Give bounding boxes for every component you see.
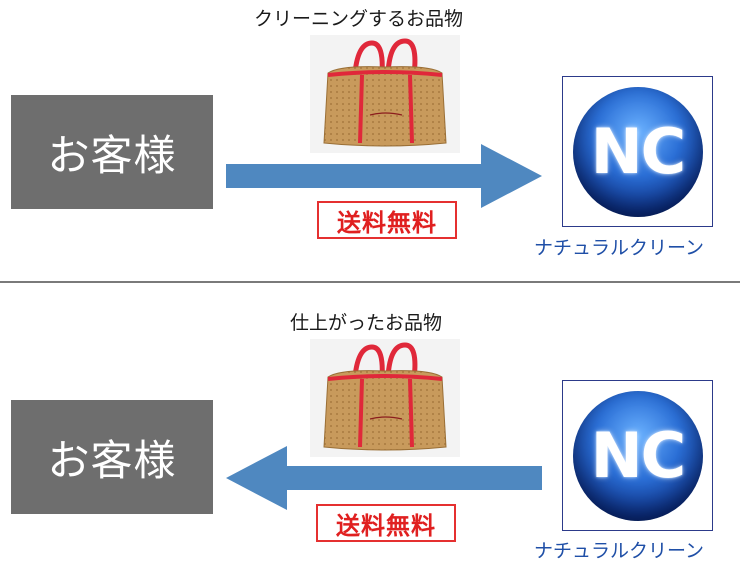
top-laundry-bag-image [310,35,460,153]
bottom-company-name: ナチュラルクリーン [534,540,705,562]
bottom-free-shipping-label: 送料無料 [336,511,436,540]
bottom-customer-box: お客様 [11,400,213,514]
top-free-shipping-badge: 送料無料 [317,201,457,239]
top-customer-label: お客様 [47,130,177,180]
bottom-customer-label: お客様 [47,435,177,485]
laundry-bag-icon [323,342,447,451]
bottom-company-logo: NC [562,380,713,531]
section-divider [0,281,740,283]
bottom-logo-text: NC [590,419,686,492]
bottom-arrow-left [226,446,542,510]
nc-logo-icon: NC [572,390,703,521]
bottom-laundry-bag-image [310,339,460,457]
nc-logo-icon: NC [572,86,703,217]
bottom-free-shipping-badge: 送料無料 [316,504,456,542]
top-arrow-right [226,144,542,208]
top-caption: クリーニングするお品物 [254,8,464,30]
top-logo-text: NC [590,115,686,188]
top-free-shipping-label: 送料無料 [337,208,437,237]
top-customer-box: お客様 [11,95,213,209]
bottom-caption: 仕上がったお品物 [290,312,443,334]
laundry-bag-icon [323,38,447,147]
top-company-logo: NC [562,76,713,227]
top-company-name: ナチュラルクリーン [534,237,705,259]
